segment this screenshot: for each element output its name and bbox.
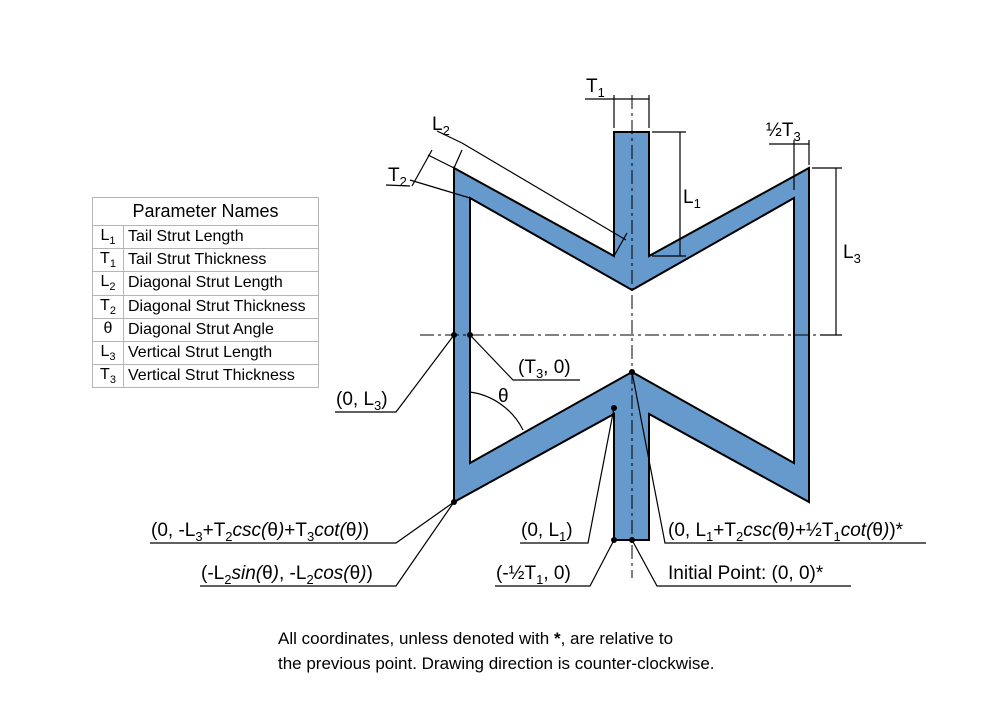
param-name: Tail Strut Length xyxy=(123,224,319,250)
leader-0-l1 xyxy=(520,407,615,544)
table-header: Parameter Names xyxy=(92,197,319,226)
leader-initial xyxy=(631,539,851,587)
param-symbol: L xyxy=(100,342,110,360)
l1-label: L1 xyxy=(683,187,701,211)
table-row: T2 Diagonal Strut Thickness xyxy=(92,294,319,319)
table-row: L3 Vertical Strut Length xyxy=(92,340,319,366)
leader-sin xyxy=(200,501,455,587)
t2-dimension xyxy=(385,149,471,199)
l2-label: L2 xyxy=(432,114,450,138)
param-name: Diagonal Strut Thickness xyxy=(123,294,319,319)
param-symbol: L xyxy=(100,273,110,291)
t1-dimension xyxy=(585,95,650,128)
table-row: θ Diagonal Strut Angle xyxy=(92,317,319,342)
param-symbol: L xyxy=(100,227,110,244)
label-t3-0: (T3, 0) xyxy=(518,357,571,381)
label-csc-l1: (0, L1+T2csc(θ)+½T1cot(θ))* xyxy=(668,520,904,544)
l2-dimension xyxy=(436,130,628,257)
table-row: L2 Diagonal Strut Length xyxy=(92,271,319,296)
param-subscript: 3 xyxy=(109,351,116,364)
table-row: T1 Tail Strut Thickness xyxy=(92,248,319,273)
table-row: L1 Tail Strut Length xyxy=(92,224,319,250)
param-subscript: 2 xyxy=(109,304,116,317)
param-name: Diagonal Strut Length xyxy=(123,271,319,296)
param-symbol: T xyxy=(100,296,110,314)
label-0-l1: (0, L1) xyxy=(521,520,573,544)
param-subscript: 1 xyxy=(109,258,116,271)
leader-0-l3 xyxy=(335,334,455,413)
half-t3-label: ½T3 xyxy=(766,120,801,144)
param-subscript: 2 xyxy=(109,281,116,294)
l3-label: L3 xyxy=(843,242,861,266)
param-name: Vertical Strut Thickness xyxy=(123,364,319,389)
footnote: All coordinates, unless denoted with *, … xyxy=(278,626,715,676)
label-initial-point: Initial Point: (0, 0)* xyxy=(668,563,824,584)
t1-label: T1 xyxy=(586,76,605,100)
label-csc-l3: (0, -L3+T2csc(θ)+T3cot(θ)) xyxy=(151,520,369,544)
param-subscript: 1 xyxy=(109,235,116,248)
param-subscript: 3 xyxy=(109,374,116,387)
leader-csc-l1 xyxy=(631,371,926,544)
leader-neg-half-t1 xyxy=(495,539,615,587)
t2-label: T2 xyxy=(388,165,407,189)
theta-arc xyxy=(469,391,524,431)
footnote-line-2: the previous point. Drawing direction is… xyxy=(278,654,715,673)
label-0-l3: (0, L3) xyxy=(336,389,388,413)
label-neg-half-t1: (-½T1, 0) xyxy=(496,563,571,587)
leader-csc-l3 xyxy=(150,501,455,544)
l3-dimension xyxy=(812,167,842,336)
param-name: Diagonal Strut Angle xyxy=(123,317,319,342)
param-symbol: T xyxy=(100,250,110,268)
param-name: Tail Strut Thickness xyxy=(123,248,319,273)
table-row: T3 Vertical Strut Thickness xyxy=(92,364,319,389)
theta-label: θ xyxy=(498,386,509,407)
footnote-line-1: All coordinates, unless denoted with *, … xyxy=(278,629,674,648)
param-symbol: T xyxy=(100,366,110,384)
label-sin: (-L2sin(θ), -L2cos(θ)) xyxy=(201,563,373,587)
l1-dimension xyxy=(652,131,686,257)
param-name: Vertical Strut Length xyxy=(123,340,319,366)
half-t3-dimension xyxy=(769,140,810,190)
leader-t3-0 xyxy=(469,334,580,381)
param-symbol: θ xyxy=(103,319,113,337)
